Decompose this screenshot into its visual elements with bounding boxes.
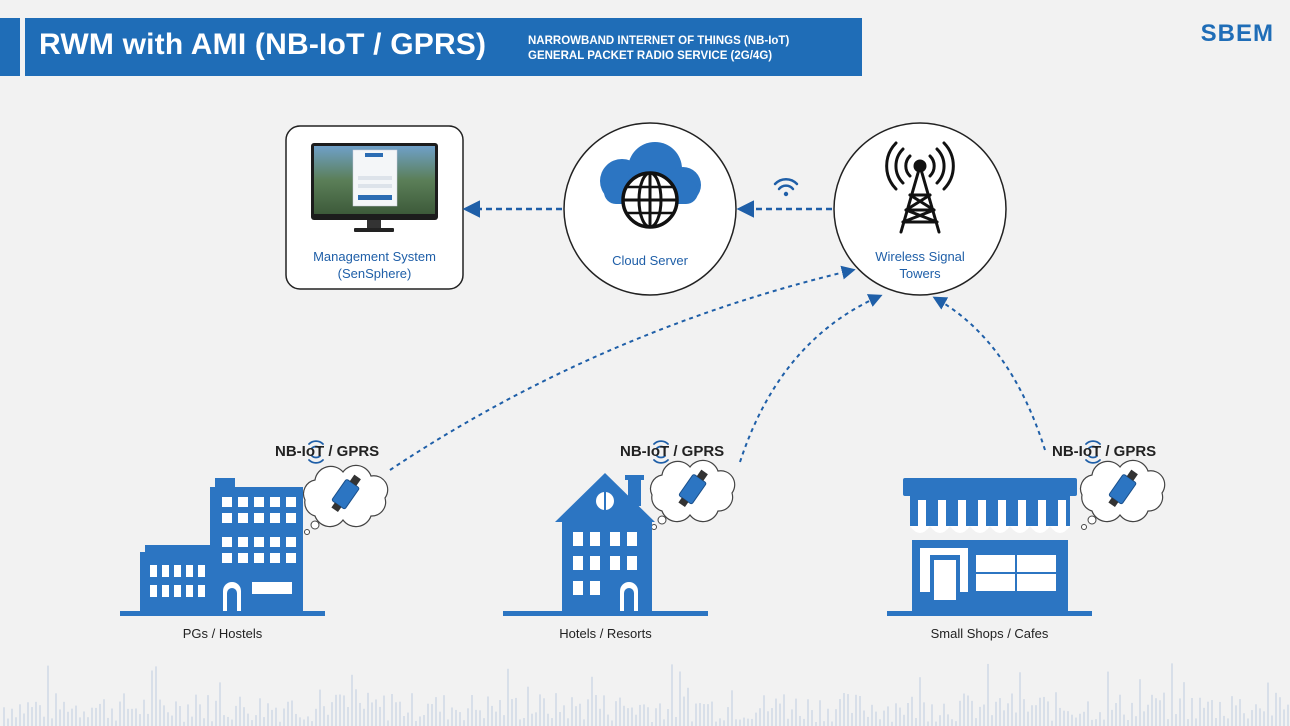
page-title: RWM with AMI (NB-IoT / GPRS) (39, 28, 487, 61)
site-label-shops: Small Shops / Cafes (930, 626, 1049, 641)
subtitle-line-2: GENERAL PACKET RADIO SERVICE (2G/4G) (528, 50, 773, 62)
cloud-server-node (563, 122, 737, 296)
wireless-tower-node (833, 122, 1007, 296)
wireless-tower-label: Wireless Signal Towers (850, 248, 990, 282)
tower-label-line1: Wireless Signal (875, 249, 965, 264)
hostel-building-icon (120, 478, 325, 616)
arrow-shops-to-tower (932, 296, 1046, 451)
hotel-house-icon (503, 473, 708, 616)
management-label-line2: (SenSphere) (337, 266, 412, 281)
tower-label-line2: Towers (899, 266, 941, 281)
banner-accent (0, 18, 20, 76)
management-system-label: Management System (SenSphere) (286, 248, 463, 282)
management-system-node (285, 125, 464, 290)
site-label-hotels: Hotels / Resorts (559, 626, 652, 641)
brand-logo: SBEM (1200, 20, 1274, 47)
device-cloud-2 (649, 459, 736, 530)
site-label-hostels: PGs / Hostels (182, 626, 263, 641)
protocol-label-1: NB-IoT / GPRS (275, 443, 380, 460)
wifi-icon (773, 177, 799, 197)
signal-icon-1 (308, 440, 324, 464)
banner-subtitle: NARROWBAND INTERNET OF THINGS (NB-IoT) G… (528, 34, 789, 64)
device-cloud-3 (1079, 459, 1166, 530)
cloud-globe-icon (600, 142, 701, 229)
shop-storefront-icon (887, 478, 1092, 616)
management-label-line1: Management System (313, 249, 436, 264)
meter-device-icon (331, 474, 361, 513)
subtitle-line-1: NARROWBAND INTERNET OF THINGS (NB-IoT) (528, 35, 790, 47)
signal-icon-3 (1085, 440, 1101, 464)
decorative-waveform (3, 663, 1289, 726)
signal-tower-icon (885, 141, 955, 234)
cloud-server-label: Cloud Server (612, 253, 688, 268)
signal-icon-2 (653, 440, 669, 464)
meter-device-icon (678, 469, 708, 508)
monitor-icon (311, 143, 438, 232)
header-banner: RWM with AMI (NB-IoT / GPRS) NARROWBAND … (25, 18, 862, 76)
protocol-label-3: NB-IoT / GPRS (1052, 443, 1157, 460)
arrow-hotels-to-tower (739, 294, 883, 463)
meter-device-icon (1108, 469, 1138, 508)
protocol-label-2: NB-IoT / GPRS (620, 443, 725, 460)
arrow-hostels-to-tower (389, 265, 856, 471)
device-cloud-1 (302, 464, 389, 535)
